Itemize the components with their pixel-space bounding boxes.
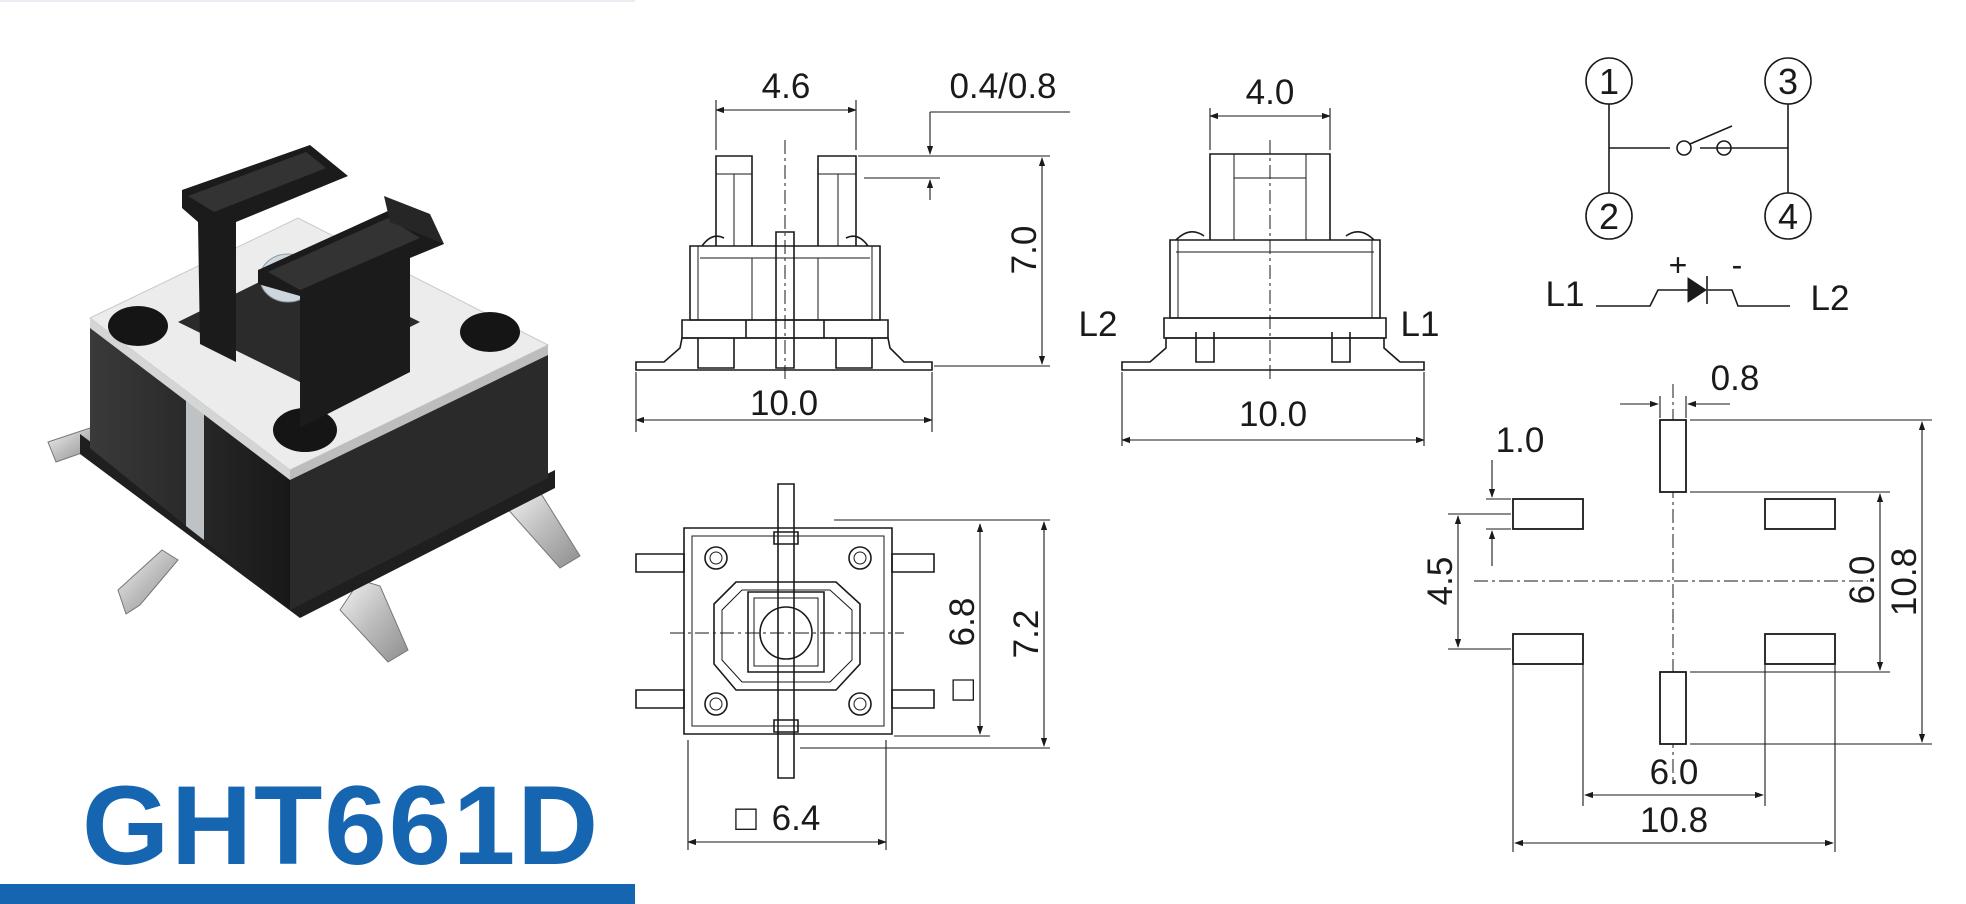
pcb-dim-pin-w: 0.8 <box>1711 359 1760 398</box>
schematic-plus: + <box>1669 247 1688 283</box>
model-title: GHT661D <box>82 763 601 888</box>
front-dim-gap: 0.4/0.8 <box>949 67 1056 106</box>
side-view: 4.0 10.0 L2 L1 <box>1079 73 1440 446</box>
top-view: □ 6.8 7.2 □ 6.4 <box>635 483 1050 850</box>
product-photo <box>47 145 581 663</box>
pcb-footprint: 0.8 1.0 4.5 6.0 10.8 6.0 10.8 <box>1421 359 1932 852</box>
top-dim-total-h: 7.2 <box>1007 610 1046 659</box>
schematic-led-l2: L2 <box>1811 279 1850 318</box>
schematic-minus: - <box>1732 247 1743 283</box>
top-rule <box>0 0 635 2</box>
pcb-dim-pad-h: 1.0 <box>1496 421 1545 460</box>
side-dim-width: 10.0 <box>1239 395 1307 434</box>
front-dim-top: 4.6 <box>762 67 811 106</box>
front-dim-height: 7.0 <box>1005 226 1044 275</box>
side-label-l2: L2 <box>1079 305 1118 344</box>
pcb-dim-outer-h: 10.8 <box>1640 801 1708 840</box>
pcb-dim-inner-v: 6.0 <box>1843 556 1882 605</box>
brand-accent-bar <box>0 884 635 904</box>
front-view: 4.6 0.4/0.8 7.0 10.0 <box>635 67 1070 432</box>
front-dim-width: 10.0 <box>750 384 818 423</box>
top-dim-square-symbol: □ <box>941 679 982 701</box>
schematic-pin-2: 2 <box>1599 196 1619 237</box>
top-dim-bottom: 6.4 <box>772 799 821 838</box>
schematic-pin-3: 3 <box>1778 61 1798 102</box>
schematic-pin-4: 4 <box>1778 196 1798 237</box>
pcb-dim-pitch-side: 4.5 <box>1421 557 1460 606</box>
top-view-holes <box>704 546 872 716</box>
circuit-schematic: 1 3 2 4 + - L1 L2 <box>1546 57 1850 318</box>
pcb-dim-outer-v: 10.8 <box>1885 548 1924 616</box>
schematic-pin-1: 1 <box>1599 61 1619 102</box>
top-dim-body-w: 6.8 <box>943 598 982 647</box>
side-label-l1: L1 <box>1401 305 1440 344</box>
top-dim-bottom-square: □ <box>735 797 757 838</box>
schematic-led-l1: L1 <box>1546 275 1585 314</box>
pcb-dim-inner-h: 6.0 <box>1650 753 1699 792</box>
side-dim-top: 4.0 <box>1246 73 1295 112</box>
